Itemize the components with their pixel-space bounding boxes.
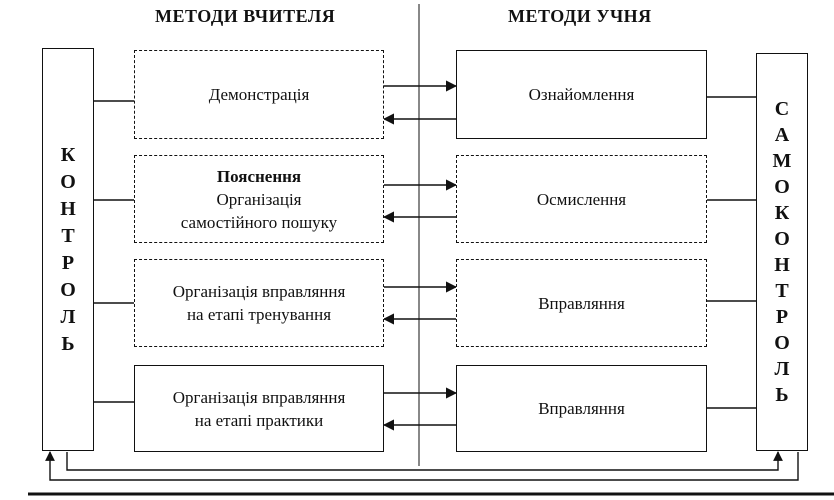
teacher-method-training: Організація вправляння на етапі тренуван… xyxy=(134,259,384,347)
self-control-label: С А М О К О Н Т Р О Л Ь xyxy=(772,98,792,406)
student-method-label: Вправляння xyxy=(538,399,625,418)
teacher-method-line: самостійного пошуку xyxy=(180,212,338,232)
teacher-method-demonstration: Демонстрація xyxy=(134,50,384,139)
teacher-method-explanation: Пояснення Організація самостійного пошук… xyxy=(134,155,384,243)
feedback-arrow-inner xyxy=(66,451,783,471)
student-method-label: Вправляння xyxy=(538,293,625,313)
student-method-exercise-practice: Вправляння xyxy=(456,365,707,452)
teacher-method-line: Пояснення xyxy=(216,166,302,186)
student-method-label: Ознайомлення xyxy=(528,85,635,104)
self-control-box: С А М О К О Н Т Р О Л Ь xyxy=(756,53,808,451)
teacher-method-line: на етапі тренування xyxy=(186,305,332,324)
student-methods-heading: МЕТОДИ УЧНЯ xyxy=(508,6,652,26)
teacher-methods-heading: МЕТОДИ ВЧИТЕЛЯ xyxy=(155,6,336,26)
teacher-method-line: Демонстрація xyxy=(208,85,310,104)
teacher-method-practice: Організація вправляння на етапі практики xyxy=(134,365,384,452)
control-label: К О Н Т Р О Л Ь xyxy=(60,143,76,355)
control-box: К О Н Т Р О Л Ь xyxy=(42,48,94,451)
feedback-arrow-outer xyxy=(45,451,799,481)
teacher-method-line: Організація xyxy=(216,189,302,209)
student-method-label: Осмислення xyxy=(536,189,627,209)
teacher-method-line: Організація вправляння xyxy=(172,387,346,407)
teacher-method-line: на етапі практики xyxy=(194,410,324,430)
student-method-familiarization: Ознайомлення xyxy=(456,50,707,139)
student-method-comprehension: Осмислення xyxy=(456,155,707,243)
student-method-exercise-training: Вправляння xyxy=(456,259,707,347)
teacher-method-line: Організація вправляння xyxy=(172,282,346,301)
